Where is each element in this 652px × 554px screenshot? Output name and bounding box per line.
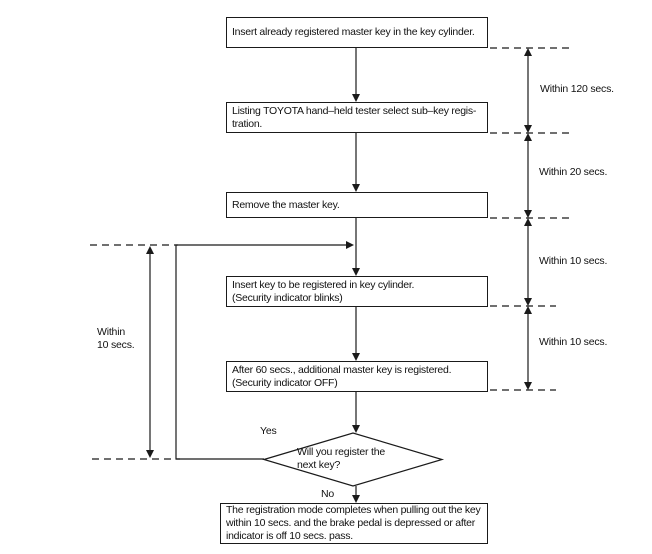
timing-label-line: Within [97, 326, 125, 338]
node-text-line: (Security indicator OFF) [232, 376, 338, 389]
flow-node-key-registered: After 60 secs., additional master key is… [226, 361, 488, 392]
right-timing-arrow-3 [524, 218, 532, 306]
flow-arrow-step3-step4 [352, 218, 360, 276]
node-text-line: tration. [232, 117, 263, 130]
node-text-line: indicator is off 10 secs. pass. [226, 530, 353, 542]
timing-label-left-10-secs: Within 10 secs. [97, 326, 135, 352]
flow-arrow-step5-decision [352, 392, 360, 433]
flow-node-tester-select: Listing TOYOTA hand–held tester select s… [226, 102, 488, 133]
right-timing-arrow-4 [524, 306, 532, 390]
flow-arrow-step2-step3 [352, 133, 360, 192]
decision-node-text: Will you register the next key? [297, 446, 437, 472]
yes-loop-connector [175, 241, 354, 460]
node-text-line: within 10 secs. and the brake pedal is d… [226, 517, 475, 529]
node-text-line: (Security indicator blinks) [232, 291, 343, 304]
node-text-line: Insert already registered master key in … [232, 26, 475, 38]
right-timing-arrow-2 [524, 133, 532, 218]
flow-arrow-step1-step2 [352, 48, 360, 102]
node-text-line: The registration mode completes when pul… [226, 504, 481, 516]
node-text-line: Remove the master key. [232, 198, 340, 211]
timing-label-20-secs: Within 20 secs. [539, 166, 608, 178]
left-timing-bracket [90, 244, 180, 460]
timing-label-line: 10 secs. [97, 339, 135, 351]
flow-node-insert-master-key: Insert already registered master key in … [226, 17, 488, 48]
flow-arrow-decision-final [352, 486, 360, 503]
right-dashed-lines [490, 47, 572, 391]
flow-node-remove-master-key: Remove the master key. [226, 192, 488, 218]
no-branch-label: No [321, 488, 335, 500]
timing-label-10-secs-b: Within 10 secs. [539, 336, 608, 348]
node-text-line: next key? [297, 459, 341, 471]
timing-label-10-secs-a: Within 10 secs. [539, 255, 608, 267]
flow-arrow-step4-step5 [352, 307, 360, 361]
decision-diamond [261, 432, 445, 487]
right-timing-arrow-1 [524, 48, 532, 133]
node-text-line: Insert key to be registered in key cylin… [232, 278, 415, 291]
yes-branch-label: Yes [260, 425, 277, 437]
node-text-line: Will you register the [297, 446, 385, 458]
timing-label-120-secs: Within 120 secs. [540, 83, 614, 95]
flow-node-registration-complete: The registration mode completes when pul… [220, 503, 488, 544]
node-text-line: Listing TOYOTA hand–held tester select s… [232, 104, 477, 117]
node-text-line: After 60 secs., additional master key is… [232, 363, 452, 376]
flow-node-insert-new-key: Insert key to be registered in key cylin… [226, 276, 488, 307]
